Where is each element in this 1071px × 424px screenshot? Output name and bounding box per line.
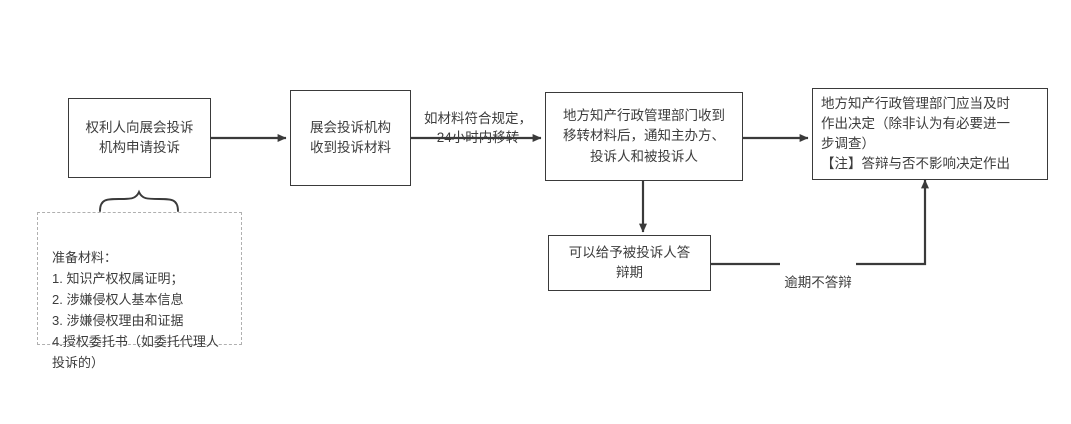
edge-label-transfer-24h: 如材料符合规定， 24小时内移转 [412,89,544,148]
brace-node1-to-note [99,189,179,212]
node-complaint-agency-receive[interactable]: 展会投诉机构 收到投诉材料 [290,90,411,186]
node-authority-decision[interactable]: 地方知产行政管理部门应当及时 作出决定（除非认为有必要进一 步调查） 【注】答辩… [812,88,1048,180]
node-rights-holder-complaint-label: 权利人向展会投诉 机构申请投诉 [85,119,194,155]
node-complaint-agency-receive-label: 展会投诉机构 收到投诉材料 [310,119,391,155]
node-local-ip-authority-notify-label: 地方知产行政管理部门收到 移转材料后，通知主办方、 投诉人和被投诉人 [563,108,725,164]
edge-label-overdue-no-defense: 逾期不答辩 [780,253,856,293]
connector-defense-to-node4 [711,179,929,266]
node-defense-period[interactable]: 可以给予被投诉人答 辩期 [548,235,711,291]
edge-label-transfer-24h-text: 如材料符合规定， 24小时内移转 [424,110,532,146]
edge-label-overdue-no-defense-text: 逾期不答辩 [784,274,852,290]
node-authority-decision-label: 地方知产行政管理部门应当及时 作出决定（除非认为有必要进一 步调查） 【注】答辩… [821,95,1010,172]
node-local-ip-authority-notify[interactable]: 地方知产行政管理部门收到 移转材料后，通知主办方、 投诉人和被投诉人 [545,92,743,181]
node-defense-period-label: 可以给予被投诉人答 辩期 [568,244,691,280]
note-required-materials-text: 准备材料： 1. 知识产权权属证明； 2. 涉嫌侵权人基本信息 3. 涉嫌侵权理… [52,250,219,371]
node-rights-holder-complaint[interactable]: 权利人向展会投诉 机构申请投诉 [68,98,211,178]
note-required-materials[interactable]: 准备材料： 1. 知识产权权属证明； 2. 涉嫌侵权人基本信息 3. 涉嫌侵权理… [37,212,242,370]
